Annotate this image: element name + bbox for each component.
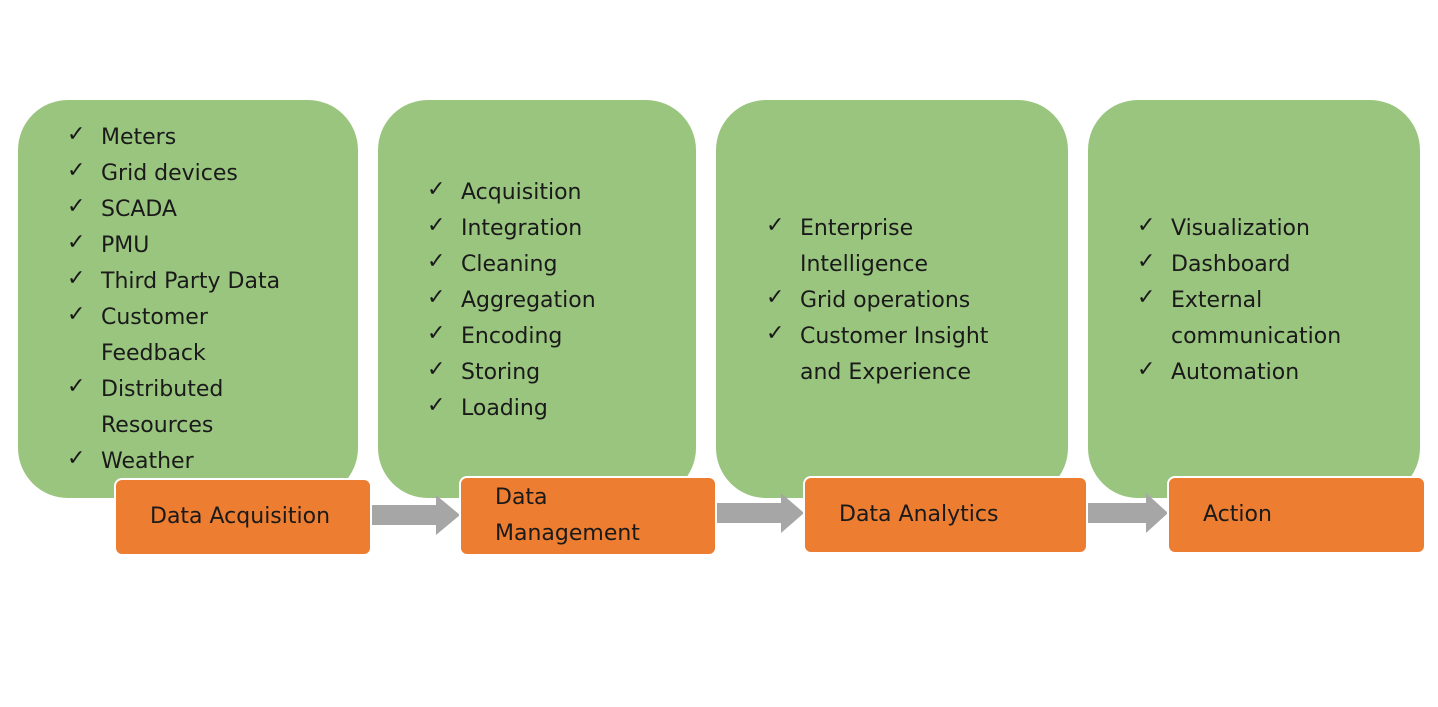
stage-label: Data Analytics	[839, 502, 999, 527]
stage-data-analytics: Data Analytics	[803, 476, 1088, 554]
checkmark-icon: ✓	[67, 302, 86, 327]
stage-data-acquisition: Data Acquisition	[114, 478, 372, 556]
stage-label: Data Acquisition	[150, 504, 331, 529]
checkmark-icon: ✓	[427, 393, 446, 418]
list-item: ✓Loading	[427, 393, 548, 421]
list-item: ✓Weather	[67, 446, 194, 474]
action-outputs-box	[1088, 100, 1420, 498]
list-item: ✓Grid devices	[67, 158, 238, 186]
checkmark-icon: ✓	[427, 321, 446, 346]
list-item: ✓Acquisition	[427, 177, 582, 205]
checkmark-icon: ✓	[427, 177, 446, 202]
checkmark-icon: ✓	[67, 122, 86, 147]
list-item: ✓Visualization	[1137, 213, 1310, 241]
list-item: ✓Automation	[1137, 357, 1300, 385]
stage-action: Action	[1167, 476, 1426, 554]
list-item: ✓Cleaning	[427, 249, 558, 277]
list-item: ✓PMU	[67, 230, 150, 258]
checkmark-icon: ✓	[766, 285, 785, 310]
right-arrow-icon	[717, 493, 804, 533]
checkmark-icon: ✓	[67, 446, 86, 471]
management-steps-box	[378, 100, 696, 498]
list-item: ✓External communication	[1137, 285, 1342, 349]
checkmark-icon: ✓	[67, 266, 86, 291]
analytics-areas-box	[716, 100, 1068, 498]
checkmark-icon: ✓	[1137, 213, 1156, 238]
list-item: ✓Aggregation	[427, 285, 596, 313]
stage-data-management: Data Management	[459, 476, 717, 556]
acquisition-sources-box	[18, 100, 358, 498]
list-item: ✓Third Party Data	[67, 266, 281, 294]
checkmark-icon: ✓	[766, 321, 785, 346]
list-item: ✓SCADA	[67, 194, 177, 222]
checkmark-icon: ✓	[427, 357, 446, 382]
list-item: ✓Dashboard	[1137, 249, 1291, 277]
list-item: ✓Grid operations	[766, 285, 971, 313]
list-item: ✓Distributed Resources	[67, 374, 224, 438]
list-item: ✓Customer Insight and Experience	[766, 321, 989, 385]
checkmark-icon: ✓	[1137, 285, 1156, 310]
list-item: ✓Meters	[67, 122, 177, 150]
checkmark-icon: ✓	[1137, 357, 1156, 382]
action-outputs-list: ✓Visualization ✓Dashboard ✓External comm…	[1137, 211, 1407, 391]
checkmark-icon: ✓	[67, 158, 86, 183]
list-item: ✓Customer Feedback	[67, 302, 208, 366]
list-item: ✓Integration	[427, 213, 583, 241]
list-item: ✓Encoding	[427, 321, 563, 349]
stage-label: Data Management	[495, 485, 640, 546]
right-arrow-icon	[1088, 493, 1168, 533]
right-arrow-icon	[372, 495, 460, 535]
checkmark-icon: ✓	[67, 374, 86, 399]
acquisition-sources-list: ✓Meters ✓Grid devices ✓SCADA ✓PMU ✓Third…	[67, 120, 337, 480]
checkmark-icon: ✓	[766, 213, 785, 238]
checkmark-icon: ✓	[1137, 249, 1156, 274]
stage-label: Action	[1203, 502, 1272, 527]
management-steps-list: ✓Acquisition ✓Integration ✓Cleaning ✓Agg…	[427, 175, 677, 427]
checkmark-icon: ✓	[427, 213, 446, 238]
checkmark-icon: ✓	[67, 230, 86, 255]
list-item: ✓Storing	[427, 357, 541, 385]
analytics-areas-list: ✓Enterprise Intelligence ✓Grid operation…	[766, 211, 1046, 391]
checkmark-icon: ✓	[427, 285, 446, 310]
checkmark-icon: ✓	[67, 194, 86, 219]
list-item: ✓Enterprise Intelligence	[766, 213, 929, 277]
checkmark-icon: ✓	[427, 249, 446, 274]
